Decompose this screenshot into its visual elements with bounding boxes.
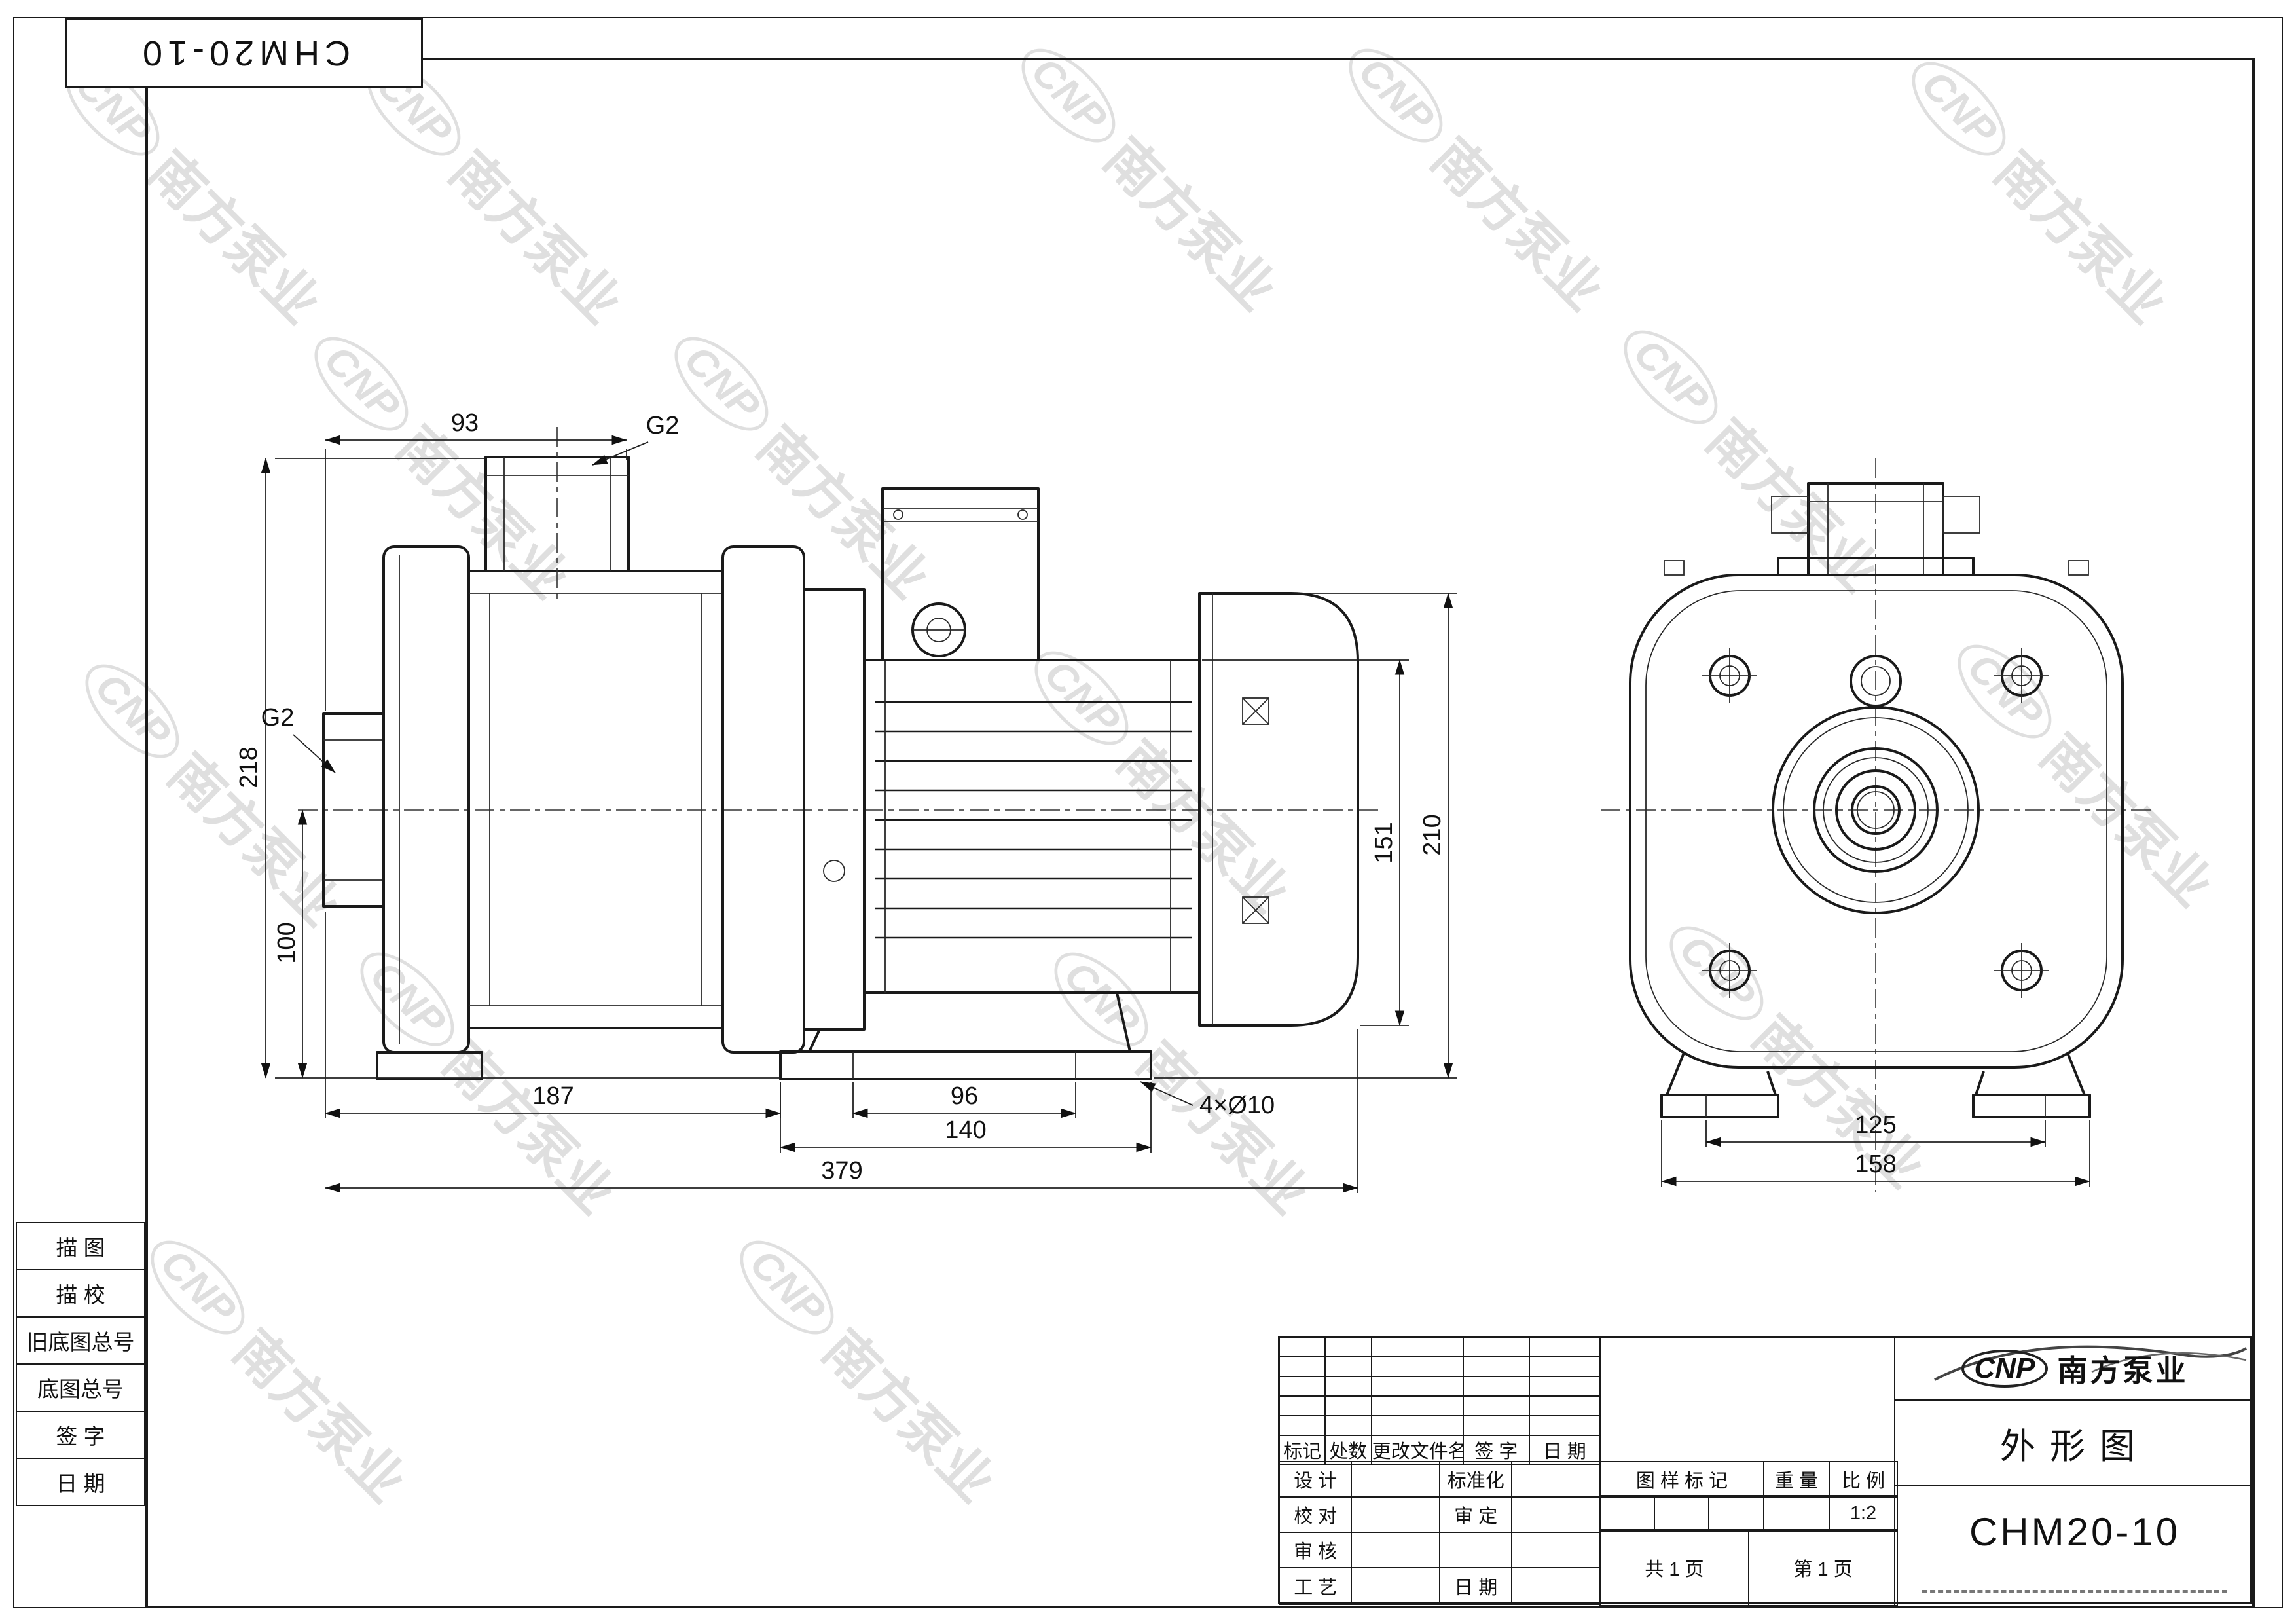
dim-210: 210 xyxy=(1419,814,1446,855)
dim-379: 379 xyxy=(821,1157,862,1185)
cover-clip xyxy=(1242,697,1269,725)
side-view-dimensions: 93 G2 218 G2 100 187 96 140 4×Ø10 379 xyxy=(235,409,1457,1193)
motor-fins xyxy=(875,701,1192,939)
left-col-row: 描 校 xyxy=(16,1269,145,1318)
fan-cover xyxy=(1198,592,1359,1027)
sheet-id-label: CHM20-10 xyxy=(137,33,351,73)
sig-approve: 审 定 xyxy=(1438,1496,1513,1533)
left-col-row: 旧底图总号 xyxy=(16,1316,145,1365)
pump-head-rear xyxy=(721,545,805,1054)
dim-125: 125 xyxy=(1855,1111,1896,1139)
dim-96: 96 xyxy=(951,1082,978,1110)
motor-adapter xyxy=(803,588,866,1031)
dim-100: 100 xyxy=(273,922,301,963)
dim-187: 187 xyxy=(532,1082,574,1110)
front-view-dimensions: 125 158 xyxy=(1661,1111,2090,1187)
sheet-id-box: CHM20-10 xyxy=(65,18,423,88)
left-margin-column: 描 图 描 校 旧底图总号 底图总号 签 字 日 期 xyxy=(16,1222,145,1506)
rev-header-sign: 签 字 xyxy=(1463,1435,1530,1465)
rev-header-file: 更改文件名 xyxy=(1370,1435,1465,1465)
brand-name: 南方泵业 xyxy=(2057,1354,2189,1388)
stamp-weight-label: 重 量 xyxy=(1763,1461,1830,1498)
dim-218: 218 xyxy=(235,747,263,788)
left-col-row: 描 图 xyxy=(16,1222,145,1270)
model-number: CHM20-10 xyxy=(1969,1509,2181,1554)
rev-header-mark: 标记 xyxy=(1278,1435,1326,1465)
pump-head-front xyxy=(382,545,470,1054)
base-walls xyxy=(808,992,1131,1052)
dim-158: 158 xyxy=(1855,1151,1896,1178)
rev-header-date: 日 期 xyxy=(1528,1435,1601,1465)
pages-table: 共 1 页 第 1 页 xyxy=(1599,1529,1898,1606)
stamp-value-table: 1:2 xyxy=(1599,1495,1898,1532)
mounting-base xyxy=(779,1050,1152,1080)
pump-barrel xyxy=(467,570,724,1029)
front-view xyxy=(1601,458,2151,1192)
dim-g2-top: G2 xyxy=(646,412,680,439)
dim-151: 151 xyxy=(1370,822,1398,863)
title-block: 标记 处数 更改文件名 签 字 日 期 设 计 标准化 校 对 审 定 审 核 工 … xyxy=(1278,1336,2254,1606)
sig-blank xyxy=(1438,1532,1513,1568)
shaft-circles xyxy=(1772,706,1980,914)
drawing-title: 外形图 xyxy=(1895,1401,2254,1486)
cover-clip xyxy=(1242,896,1269,924)
dim-holes-note: 4×Ø10 xyxy=(1199,1092,1275,1119)
dim-g2-left: G2 xyxy=(261,704,295,731)
pages-total: 共 1 页 xyxy=(1599,1529,1749,1606)
signature-table: 设 计 标准化 校 对 审 定 审 核 工 艺 日 期 xyxy=(1278,1461,1601,1605)
left-col-row: 日 期 xyxy=(16,1458,145,1506)
port-collar xyxy=(1777,557,1975,576)
stamp-scale-label: 比 例 xyxy=(1829,1461,1898,1498)
left-col-row: 签 字 xyxy=(16,1411,145,1459)
cnp-logo-icon: CNP xyxy=(1961,1350,2049,1388)
dim-140: 140 xyxy=(945,1116,986,1144)
stamp-header-table: 图 样 标 记 重 量 比 例 xyxy=(1599,1461,1898,1498)
sig-review: 审 核 xyxy=(1278,1532,1353,1568)
terminal-box xyxy=(881,487,1040,661)
sig-standard: 标准化 xyxy=(1438,1461,1513,1498)
side-view xyxy=(298,427,1378,1080)
motor-face xyxy=(1629,574,2124,1069)
brand-band: CNP 南方泵业 xyxy=(1895,1338,2254,1401)
sig-process: 工 艺 xyxy=(1278,1567,1353,1605)
scale-value: 1:2 xyxy=(1829,1495,1898,1532)
sig-date: 日 期 xyxy=(1438,1567,1513,1605)
left-col-row: 底图总号 xyxy=(16,1363,145,1412)
sig-check: 校 对 xyxy=(1278,1496,1353,1533)
sig-design: 设 计 xyxy=(1278,1461,1353,1498)
corner-bolts xyxy=(1702,648,2049,998)
dashed-strip xyxy=(1895,1578,2254,1605)
drain-hole xyxy=(823,860,845,882)
stamp-mark-label: 图 样 标 记 xyxy=(1599,1461,1764,1498)
front-feet xyxy=(1660,1052,2091,1118)
title-block-right: CNP 南方泵业 外形图 CHM20-10 xyxy=(1894,1338,2254,1606)
page-current: 第 1 页 xyxy=(1748,1529,1898,1606)
motor-body xyxy=(863,659,1201,994)
revision-table: 标记 处数 更改文件名 签 字 日 期 xyxy=(1278,1337,1601,1465)
dim-93: 93 xyxy=(451,409,479,437)
pump-foot xyxy=(376,1051,483,1080)
rev-header-count: 处数 xyxy=(1324,1435,1372,1465)
